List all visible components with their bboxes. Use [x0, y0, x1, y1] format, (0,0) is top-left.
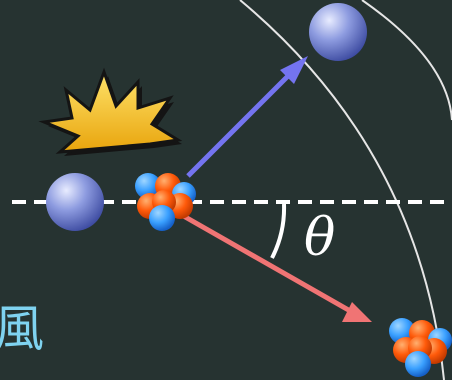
scattered-particle-arrow — [188, 64, 300, 176]
angle-theta-label: θ — [304, 212, 335, 264]
recoil-nucleus-arrowhead — [342, 302, 372, 322]
target-nucleus-cluster-icon — [135, 173, 196, 231]
collision-burst-icon — [44, 72, 182, 156]
scattered-particle-sphere-icon — [309, 3, 367, 61]
orbit-line-outer — [362, 0, 452, 120]
side-character-label: 風 — [0, 304, 44, 354]
angle-arc — [272, 204, 284, 258]
incoming-particle-sphere-icon — [46, 173, 104, 231]
